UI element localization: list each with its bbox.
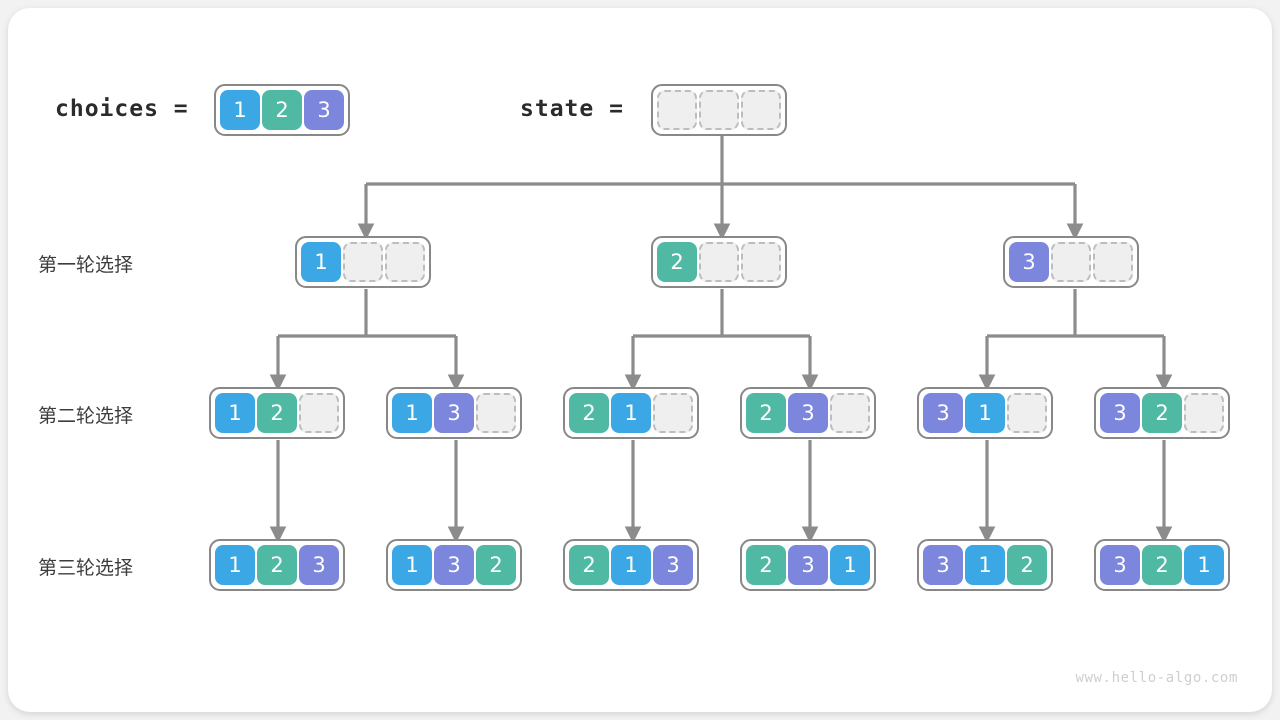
array-cell-value: 1 — [392, 393, 432, 433]
array-cell-value: 2 — [1007, 545, 1047, 585]
array-cell-value: 2 — [257, 545, 297, 585]
array-cell-value: 2 — [657, 242, 697, 282]
array-cell-value: 1 — [215, 545, 255, 585]
array-cell-value: 1 — [215, 393, 255, 433]
array-cell-empty — [1051, 242, 1091, 282]
array-cell-value: 1 — [301, 242, 341, 282]
state-label: state = — [520, 96, 624, 122]
array-cell-value: 2 — [257, 393, 297, 433]
array-cell-empty — [741, 90, 781, 130]
choices-label: choices = — [55, 96, 189, 122]
array-cell-empty — [1184, 393, 1224, 433]
array-cell-value: 1 — [220, 90, 260, 130]
round1-node-3: 3 — [1003, 236, 1139, 288]
array-cell-value: 2 — [476, 545, 516, 585]
diagram-card — [8, 8, 1272, 712]
array-cell-value: 3 — [1009, 242, 1049, 282]
array-cell-value: 1 — [1184, 545, 1224, 585]
array-cell-value: 3 — [434, 393, 474, 433]
array-cell-empty — [1007, 393, 1047, 433]
array-cell-empty — [1093, 242, 1133, 282]
round-label-1: 第一轮选择 — [38, 254, 134, 276]
array-cell-value: 2 — [262, 90, 302, 130]
array-cell-empty — [476, 393, 516, 433]
round1-node-2: 2 — [651, 236, 787, 288]
array-cell-empty — [699, 90, 739, 130]
array-cell-empty — [741, 242, 781, 282]
array-cell-value: 2 — [746, 393, 786, 433]
array-cell-value: 3 — [788, 545, 828, 585]
watermark: www.hello-algo.com — [1075, 670, 1238, 686]
array-cell-empty — [299, 393, 339, 433]
array-cell-value: 2 — [1142, 545, 1182, 585]
array-cell-value: 1 — [965, 393, 1005, 433]
array-cell-empty — [699, 242, 739, 282]
array-cell-value: 3 — [653, 545, 693, 585]
array-cell-value: 1 — [830, 545, 870, 585]
array-cell-value: 1 — [392, 545, 432, 585]
array-cell-value: 2 — [1142, 393, 1182, 433]
array-cell-value: 3 — [923, 393, 963, 433]
array-cell-empty — [830, 393, 870, 433]
array-cell-value: 3 — [434, 545, 474, 585]
array-cell-empty — [343, 242, 383, 282]
array-cell-value: 3 — [923, 545, 963, 585]
array-cell-value: 3 — [788, 393, 828, 433]
array-cell-value: 3 — [1100, 545, 1140, 585]
array-cell-value: 2 — [746, 545, 786, 585]
state-array — [651, 84, 787, 136]
array-cell-empty — [653, 393, 693, 433]
array-cell-value: 1 — [611, 545, 651, 585]
round-label-3: 第三轮选择 — [38, 557, 134, 579]
round1-node-1: 1 — [295, 236, 431, 288]
array-cell-value: 1 — [611, 393, 651, 433]
array-cell-value: 3 — [304, 90, 344, 130]
array-cell-value: 1 — [965, 545, 1005, 585]
array-cell-empty — [657, 90, 697, 130]
array-cell-value: 3 — [1100, 393, 1140, 433]
round-label-2: 第二轮选择 — [38, 405, 134, 427]
array-cell-value: 2 — [569, 393, 609, 433]
array-cell-empty — [385, 242, 425, 282]
array-cell-value: 3 — [299, 545, 339, 585]
array-cell-value: 2 — [569, 545, 609, 585]
